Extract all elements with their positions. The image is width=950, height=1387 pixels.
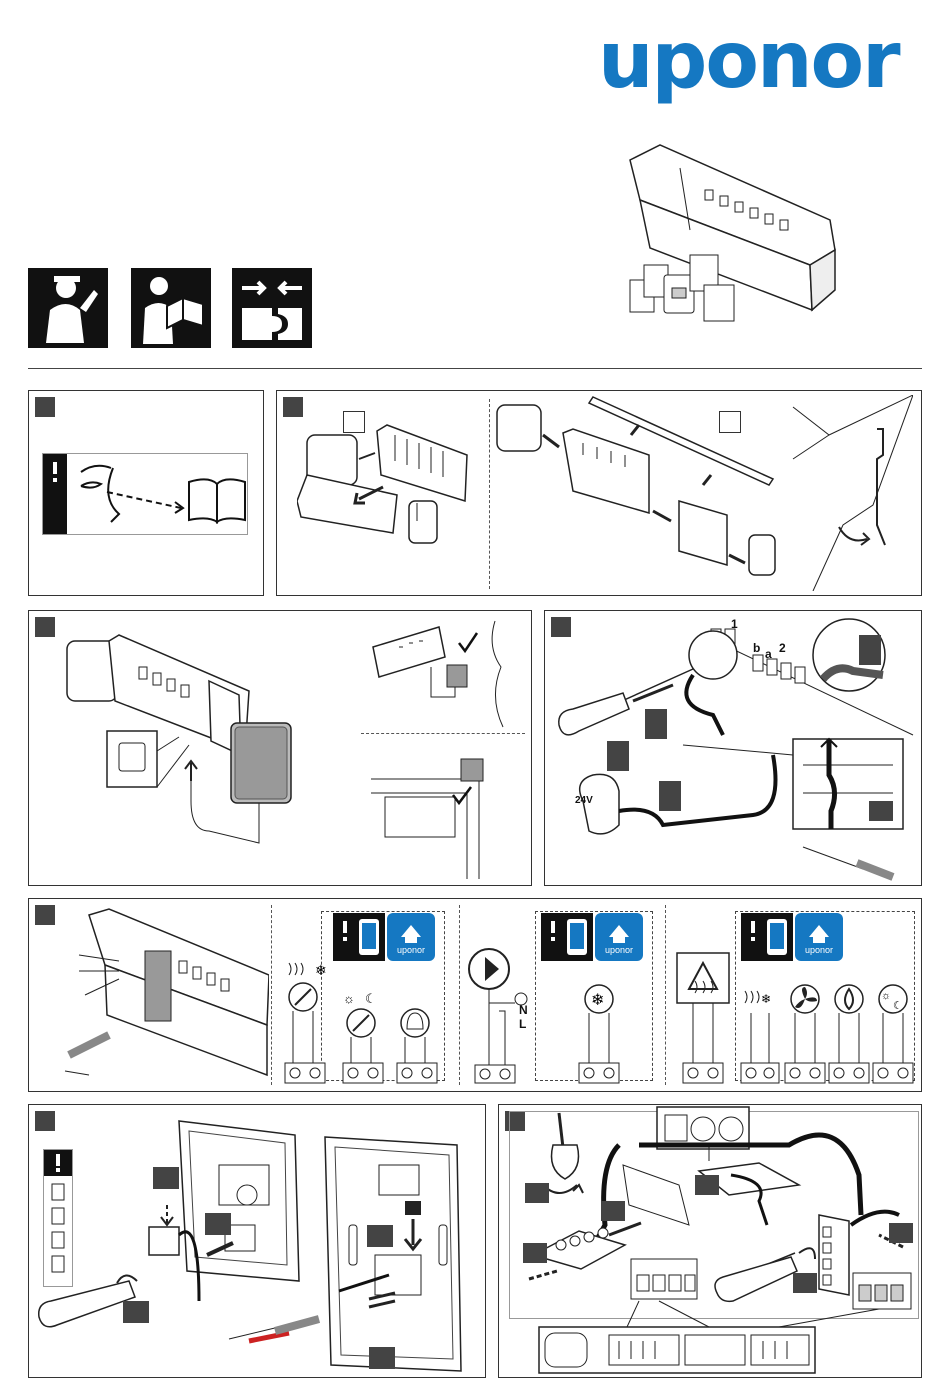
eye-to-book-illustration (71, 458, 247, 530)
warning-phone-block-3 (741, 913, 793, 961)
step-marker-6d (367, 1225, 393, 1247)
cover-removal-illustration (297, 421, 477, 581)
warning-icon (43, 454, 67, 534)
pump-neutral-label: N (519, 1003, 528, 1017)
snowflake-icon: ❄ (591, 992, 604, 1009)
heat-cool-icon (289, 963, 303, 975)
uponor-app-icon: uponor (387, 913, 435, 961)
step-marker-7e (889, 1223, 913, 1243)
svg-text:☾: ☾ (365, 991, 377, 1006)
svg-text:❄: ❄ (315, 962, 327, 978)
warning-phone-block-1 (333, 913, 385, 961)
app-icon-label-3: uponor (805, 945, 833, 955)
svg-text:☼: ☼ (343, 991, 355, 1006)
heat-cool-icon (745, 991, 759, 1003)
panel-4-actuator: 1 b a 2 24V (544, 610, 922, 886)
svg-text:❄: ❄ (761, 992, 771, 1006)
panel-6-thermostat-wiring (28, 1104, 486, 1378)
panel-7-power-wiring (498, 1104, 922, 1378)
panel-2-mounting (276, 390, 922, 596)
step-marker-6a (153, 1167, 179, 1189)
check-mark-icon (453, 787, 471, 803)
svg-text:☾: ☾ (893, 1000, 903, 1012)
panel-3-thermostat (28, 610, 532, 886)
multi-function-terminals: ❄ ☼☾ (739, 983, 915, 1085)
uponor-app-icon-3: uponor (795, 913, 843, 961)
heat-source-terminals (675, 949, 735, 1085)
read-manual-notice (42, 453, 248, 535)
app-icon-label-2: uponor (605, 945, 633, 955)
book-icon (189, 479, 245, 522)
warning-phone-block-2 (541, 913, 593, 961)
thermostat-placement-correct-b (369, 739, 529, 879)
uponor-app-icon-2: uponor (595, 913, 643, 961)
step-marker-4d (859, 635, 881, 665)
panel-1-read-manual (28, 390, 264, 596)
svg-text:☼: ☼ (881, 990, 891, 1002)
step-marker-4e (869, 801, 893, 821)
actuator-voltage-label: 24V (575, 795, 593, 806)
panel-5-system-devices: uponor ❄ ☼☾ N L uponor (28, 898, 922, 1092)
power-wiring-illustration (499, 1105, 922, 1378)
step-marker-2 (283, 397, 303, 417)
connection-icon (232, 268, 312, 348)
thermostat-placement-correct-a (369, 617, 529, 733)
thermostat-back-wiring-illustration (29, 1105, 486, 1378)
uponor-logo: uponor (598, 22, 899, 100)
step-marker-7d (523, 1243, 547, 1263)
step-marker-6e (369, 1347, 395, 1369)
header-divider (28, 368, 922, 369)
step-marker-7f (793, 1273, 817, 1293)
heat-cool-relay-terminals: ❄ ☼ ☾ (281, 959, 453, 1085)
controller-terminals-illustration (49, 905, 269, 1087)
step-marker-4c (659, 781, 681, 811)
step-marker-7a (525, 1183, 549, 1203)
din-rail-mounting-illustration (493, 395, 913, 591)
step-marker-4b (645, 709, 667, 739)
controller-product-illustration (620, 140, 850, 335)
step-marker-4a (607, 741, 629, 771)
installer-icon (28, 268, 108, 348)
step-marker-1 (35, 397, 55, 417)
step-marker-6c (123, 1301, 149, 1323)
step-marker-6b (205, 1213, 231, 1235)
step-marker-7c (695, 1175, 719, 1195)
check-mark-icon (459, 633, 477, 651)
app-icon-label-1: uponor (397, 945, 425, 955)
step-marker-7b (601, 1201, 625, 1221)
cooling-terminals: ❄ (569, 983, 629, 1085)
thermostat-connection-illustration (59, 631, 359, 877)
manual-reader-icon (131, 268, 211, 348)
pump-live-label: L (519, 1017, 526, 1031)
step-marker-3 (35, 617, 55, 637)
